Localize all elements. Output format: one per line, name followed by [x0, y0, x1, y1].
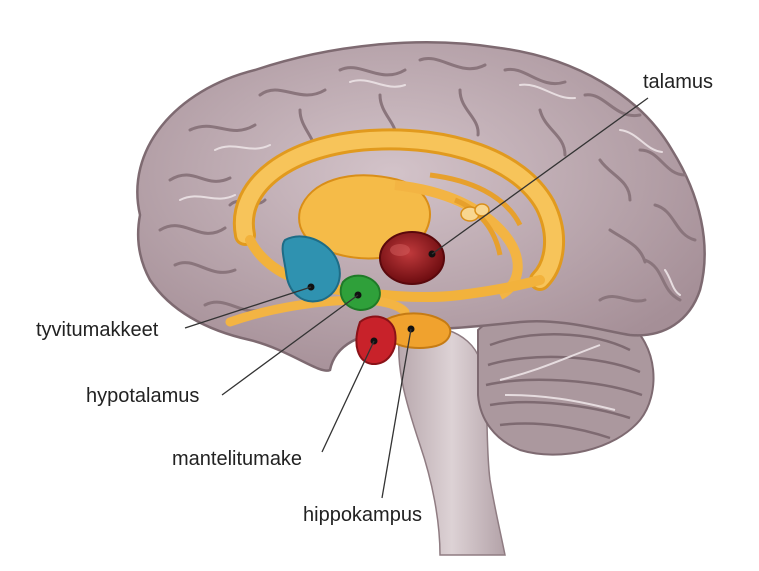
thalamus: [379, 231, 445, 285]
talamus-leader: [431, 97, 649, 255]
label-hypotalamus: hypotalamus: [86, 385, 200, 407]
label-tyvitumakkeet: tyvitumakkeet: [36, 319, 159, 341]
label-hippokampus: hippokampus: [303, 504, 422, 526]
label-talamus: talamus: [643, 71, 714, 93]
label-mantelitumake: mantelitumake: [172, 448, 303, 470]
limbic-system: [225, 128, 566, 327]
basal-ganglia: [281, 235, 341, 303]
hypotalamus-leader: [221, 294, 359, 396]
mantelitumake-leader: [321, 340, 375, 453]
tyvitumakkeet-leader: [184, 286, 312, 329]
hippokampus-leader: [381, 328, 412, 499]
